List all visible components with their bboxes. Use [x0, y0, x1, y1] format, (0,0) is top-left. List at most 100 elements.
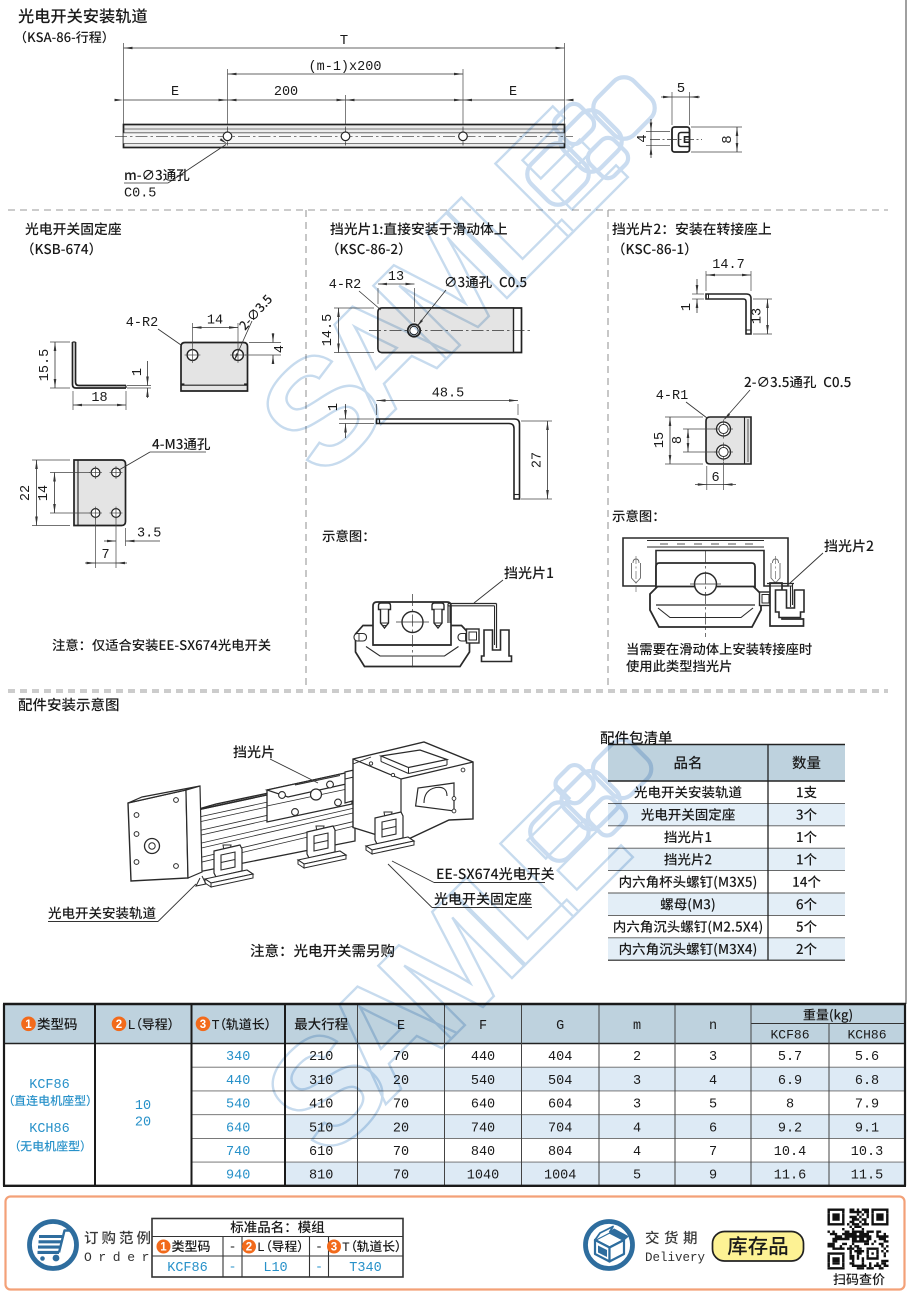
svg-text:3.5: 3.5 — [137, 527, 161, 542]
svg-text:13: 13 — [388, 270, 404, 285]
svg-text:1: 1 — [25, 1019, 32, 1031]
svg-text:T: T — [342, 1240, 350, 1255]
svg-text:3: 3 — [331, 1242, 337, 1254]
svg-text:4: 4 — [635, 134, 651, 142]
svg-text:804: 804 — [548, 1145, 572, 1160]
svg-text:4: 4 — [633, 1121, 641, 1136]
svg-text:70: 70 — [393, 1169, 409, 1184]
svg-text:6: 6 — [711, 471, 719, 486]
svg-text:1004: 1004 — [544, 1169, 576, 1184]
svg-text:604: 604 — [548, 1098, 572, 1113]
svg-text:8: 8 — [720, 135, 736, 143]
svg-text:6.8: 6.8 — [855, 1074, 879, 1089]
svg-text:3: 3 — [200, 1019, 206, 1031]
svg-text:4: 4 — [709, 1074, 717, 1089]
svg-text:3: 3 — [633, 1074, 641, 1089]
svg-text:540: 540 — [226, 1098, 250, 1113]
svg-text:C0.5: C0.5 — [124, 187, 156, 202]
svg-text:7.9: 7.9 — [855, 1098, 879, 1113]
svg-text:9: 9 — [709, 1169, 717, 1184]
svg-text:T: T — [212, 1019, 220, 1034]
svg-text:510: 510 — [309, 1121, 333, 1136]
svg-text:KCH86: KCH86 — [847, 1028, 886, 1043]
svg-text:1: 1 — [680, 303, 695, 311]
svg-text:10.4: 10.4 — [774, 1145, 806, 1160]
svg-text:KCF86: KCF86 — [29, 1078, 70, 1093]
svg-text:L: L — [257, 1240, 265, 1255]
svg-text:E: E — [509, 85, 517, 100]
svg-text:Order: Order — [84, 1250, 156, 1265]
svg-text:F: F — [479, 1019, 487, 1034]
svg-text:6.9: 6.9 — [778, 1074, 802, 1089]
svg-text:m: m — [633, 1019, 641, 1034]
svg-text:640: 640 — [471, 1098, 495, 1113]
svg-text:13: 13 — [751, 308, 766, 324]
svg-text:4: 4 — [273, 345, 288, 353]
svg-text:70: 70 — [393, 1050, 409, 1065]
svg-text:11.5: 11.5 — [851, 1169, 883, 1184]
svg-text:L10: L10 — [263, 1261, 287, 1276]
svg-text:15.5: 15.5 — [38, 349, 53, 381]
svg-text:740: 740 — [471, 1121, 495, 1136]
svg-text:T340: T340 — [349, 1261, 381, 1276]
svg-text:540: 540 — [471, 1074, 495, 1089]
svg-text:4-R2: 4-R2 — [329, 278, 361, 293]
svg-text:KCF86: KCF86 — [167, 1261, 208, 1276]
svg-text:840: 840 — [471, 1145, 495, 1160]
svg-text:7: 7 — [101, 548, 109, 563]
svg-text:5.6: 5.6 — [855, 1050, 879, 1065]
svg-text:9.1: 9.1 — [855, 1121, 879, 1136]
svg-text:-: - — [315, 1260, 323, 1275]
svg-text:KCF86: KCF86 — [770, 1028, 809, 1043]
svg-text:-: - — [315, 1240, 323, 1255]
svg-text:20: 20 — [135, 1116, 151, 1131]
svg-text:2: 2 — [633, 1050, 641, 1065]
svg-text:440: 440 — [471, 1050, 495, 1065]
svg-text:14: 14 — [37, 485, 52, 501]
svg-text:Delivery: Delivery — [645, 1251, 706, 1265]
svg-text:4-R2: 4-R2 — [126, 316, 158, 331]
svg-text:940: 940 — [226, 1169, 250, 1184]
svg-text:5.7: 5.7 — [778, 1050, 802, 1065]
svg-text:810: 810 — [309, 1169, 333, 1184]
svg-text:704: 704 — [548, 1121, 572, 1136]
svg-text:340: 340 — [226, 1050, 250, 1065]
svg-text:20: 20 — [393, 1121, 409, 1136]
svg-text:1040: 1040 — [467, 1169, 499, 1184]
svg-text:(m-1)x200: (m-1)x200 — [309, 60, 382, 75]
svg-text:610: 610 — [309, 1145, 333, 1160]
svg-text:14: 14 — [207, 314, 223, 329]
svg-text:640: 640 — [226, 1121, 250, 1136]
svg-text:2: 2 — [116, 1019, 122, 1031]
svg-text:8: 8 — [671, 436, 686, 444]
svg-text:10.3: 10.3 — [851, 1145, 883, 1160]
svg-text:200: 200 — [274, 85, 298, 100]
svg-text:1: 1 — [160, 1242, 167, 1254]
svg-text:14.7: 14.7 — [712, 258, 744, 273]
svg-text:KCH86: KCH86 — [29, 1122, 70, 1137]
svg-text:4-R1: 4-R1 — [656, 389, 688, 404]
svg-text:22: 22 — [19, 485, 34, 501]
svg-text:T: T — [340, 33, 348, 49]
svg-text:1: 1 — [131, 368, 146, 376]
svg-text:-: - — [229, 1260, 237, 1275]
svg-text:2: 2 — [246, 1242, 252, 1254]
svg-text:E: E — [171, 85, 179, 100]
svg-text:n: n — [709, 1019, 717, 1034]
svg-text:8: 8 — [786, 1098, 794, 1113]
svg-text:L: L — [128, 1019, 136, 1034]
svg-text:10: 10 — [135, 1099, 151, 1114]
svg-text:1: 1 — [327, 403, 342, 411]
svg-text:4: 4 — [633, 1145, 641, 1160]
svg-text:504: 504 — [548, 1074, 572, 1089]
svg-text:3: 3 — [709, 1050, 717, 1065]
svg-text:5: 5 — [709, 1098, 717, 1113]
svg-text:70: 70 — [393, 1145, 409, 1160]
svg-text:310: 310 — [309, 1074, 333, 1089]
svg-text:G: G — [556, 1019, 564, 1034]
svg-text:E: E — [397, 1019, 405, 1034]
svg-text:20: 20 — [393, 1074, 409, 1089]
svg-text:48.5: 48.5 — [432, 387, 464, 402]
svg-text:15: 15 — [653, 432, 668, 448]
svg-text:18: 18 — [91, 391, 107, 406]
